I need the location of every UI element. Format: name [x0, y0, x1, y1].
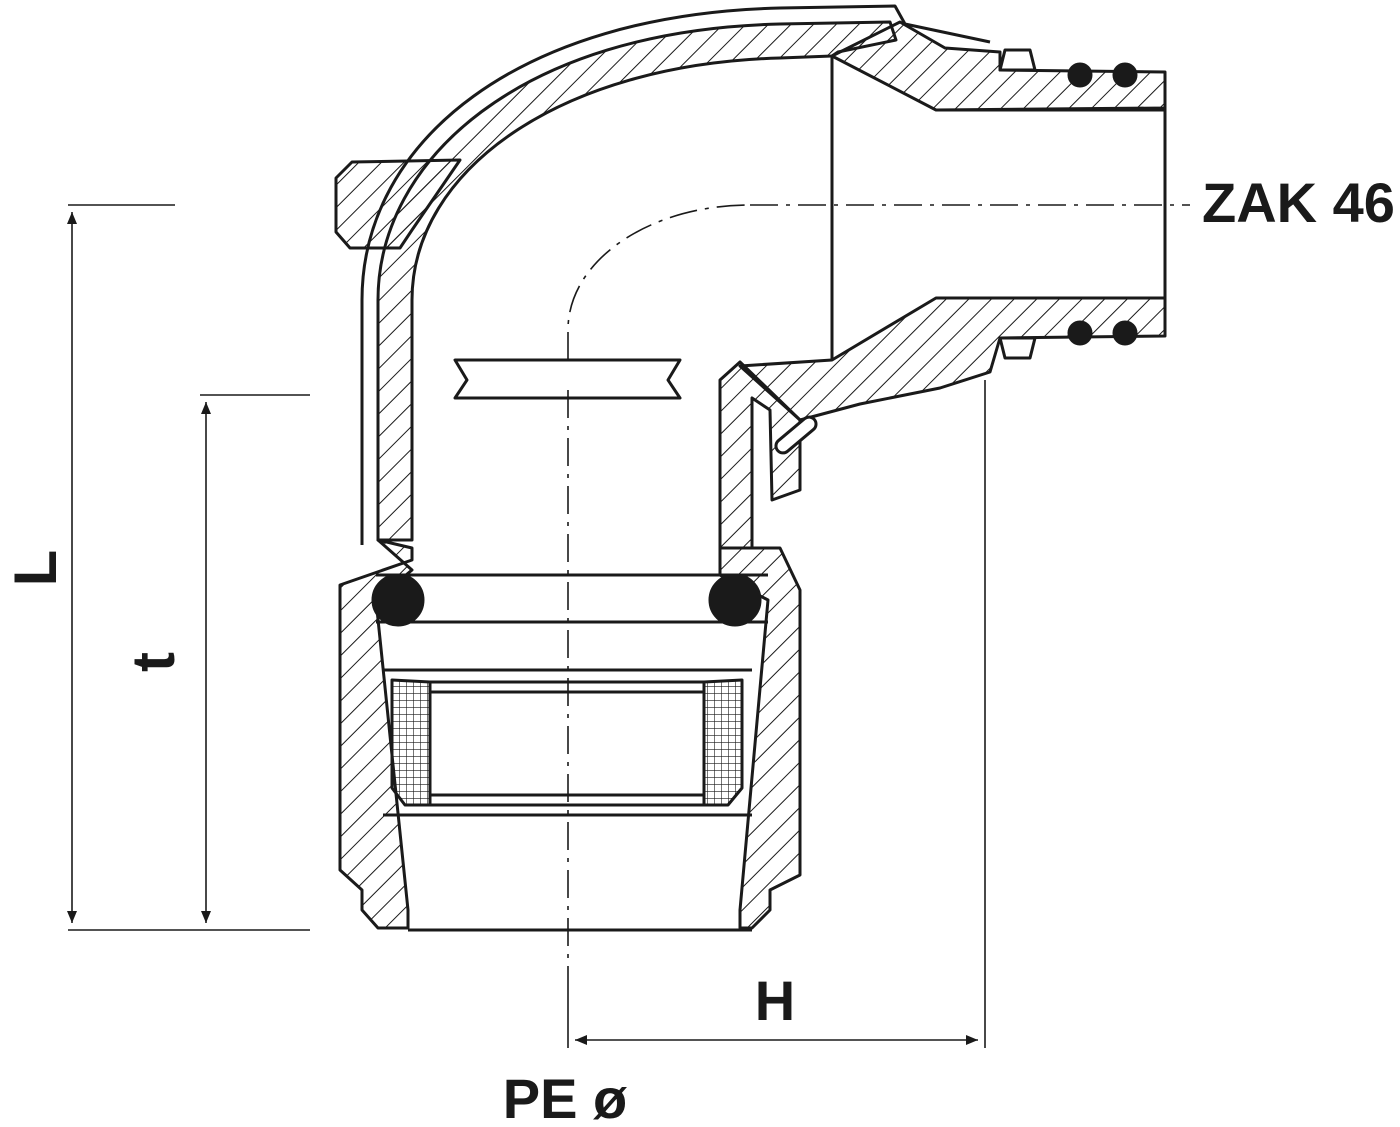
mounting-lug	[334, 158, 462, 250]
connector-oring	[1067, 62, 1093, 88]
connection-type-label: ZAK 46	[1202, 171, 1395, 234]
support-bar	[453, 358, 682, 400]
bend-center-line	[567, 204, 751, 360]
connector-oring	[1112, 62, 1138, 88]
branch-lower-wall	[738, 296, 1167, 422]
dimension-L-label: L	[2, 550, 69, 587]
branch-upper-wall	[830, 20, 1167, 112]
center-lines	[567, 204, 1190, 975]
socket-oring-right	[708, 573, 762, 627]
connector-oring	[1112, 320, 1138, 346]
connector-oring	[1067, 320, 1093, 346]
wall-slot	[774, 415, 818, 455]
grip-ring-left	[390, 678, 432, 807]
connector-ridge-bottom	[998, 336, 1037, 360]
dimension-H-label: H	[755, 969, 795, 1032]
pipe-diameter-label: PE ø	[503, 1067, 627, 1127]
connector-ridge-top	[998, 48, 1037, 72]
socket-oring-left	[371, 573, 425, 627]
grip-ring-right	[702, 678, 744, 807]
elbow-outer-wall	[376, 20, 898, 542]
dimension-t-label: t	[120, 652, 187, 672]
dimension-lines	[67, 204, 986, 1048]
fitting-body	[334, 4, 1167, 932]
